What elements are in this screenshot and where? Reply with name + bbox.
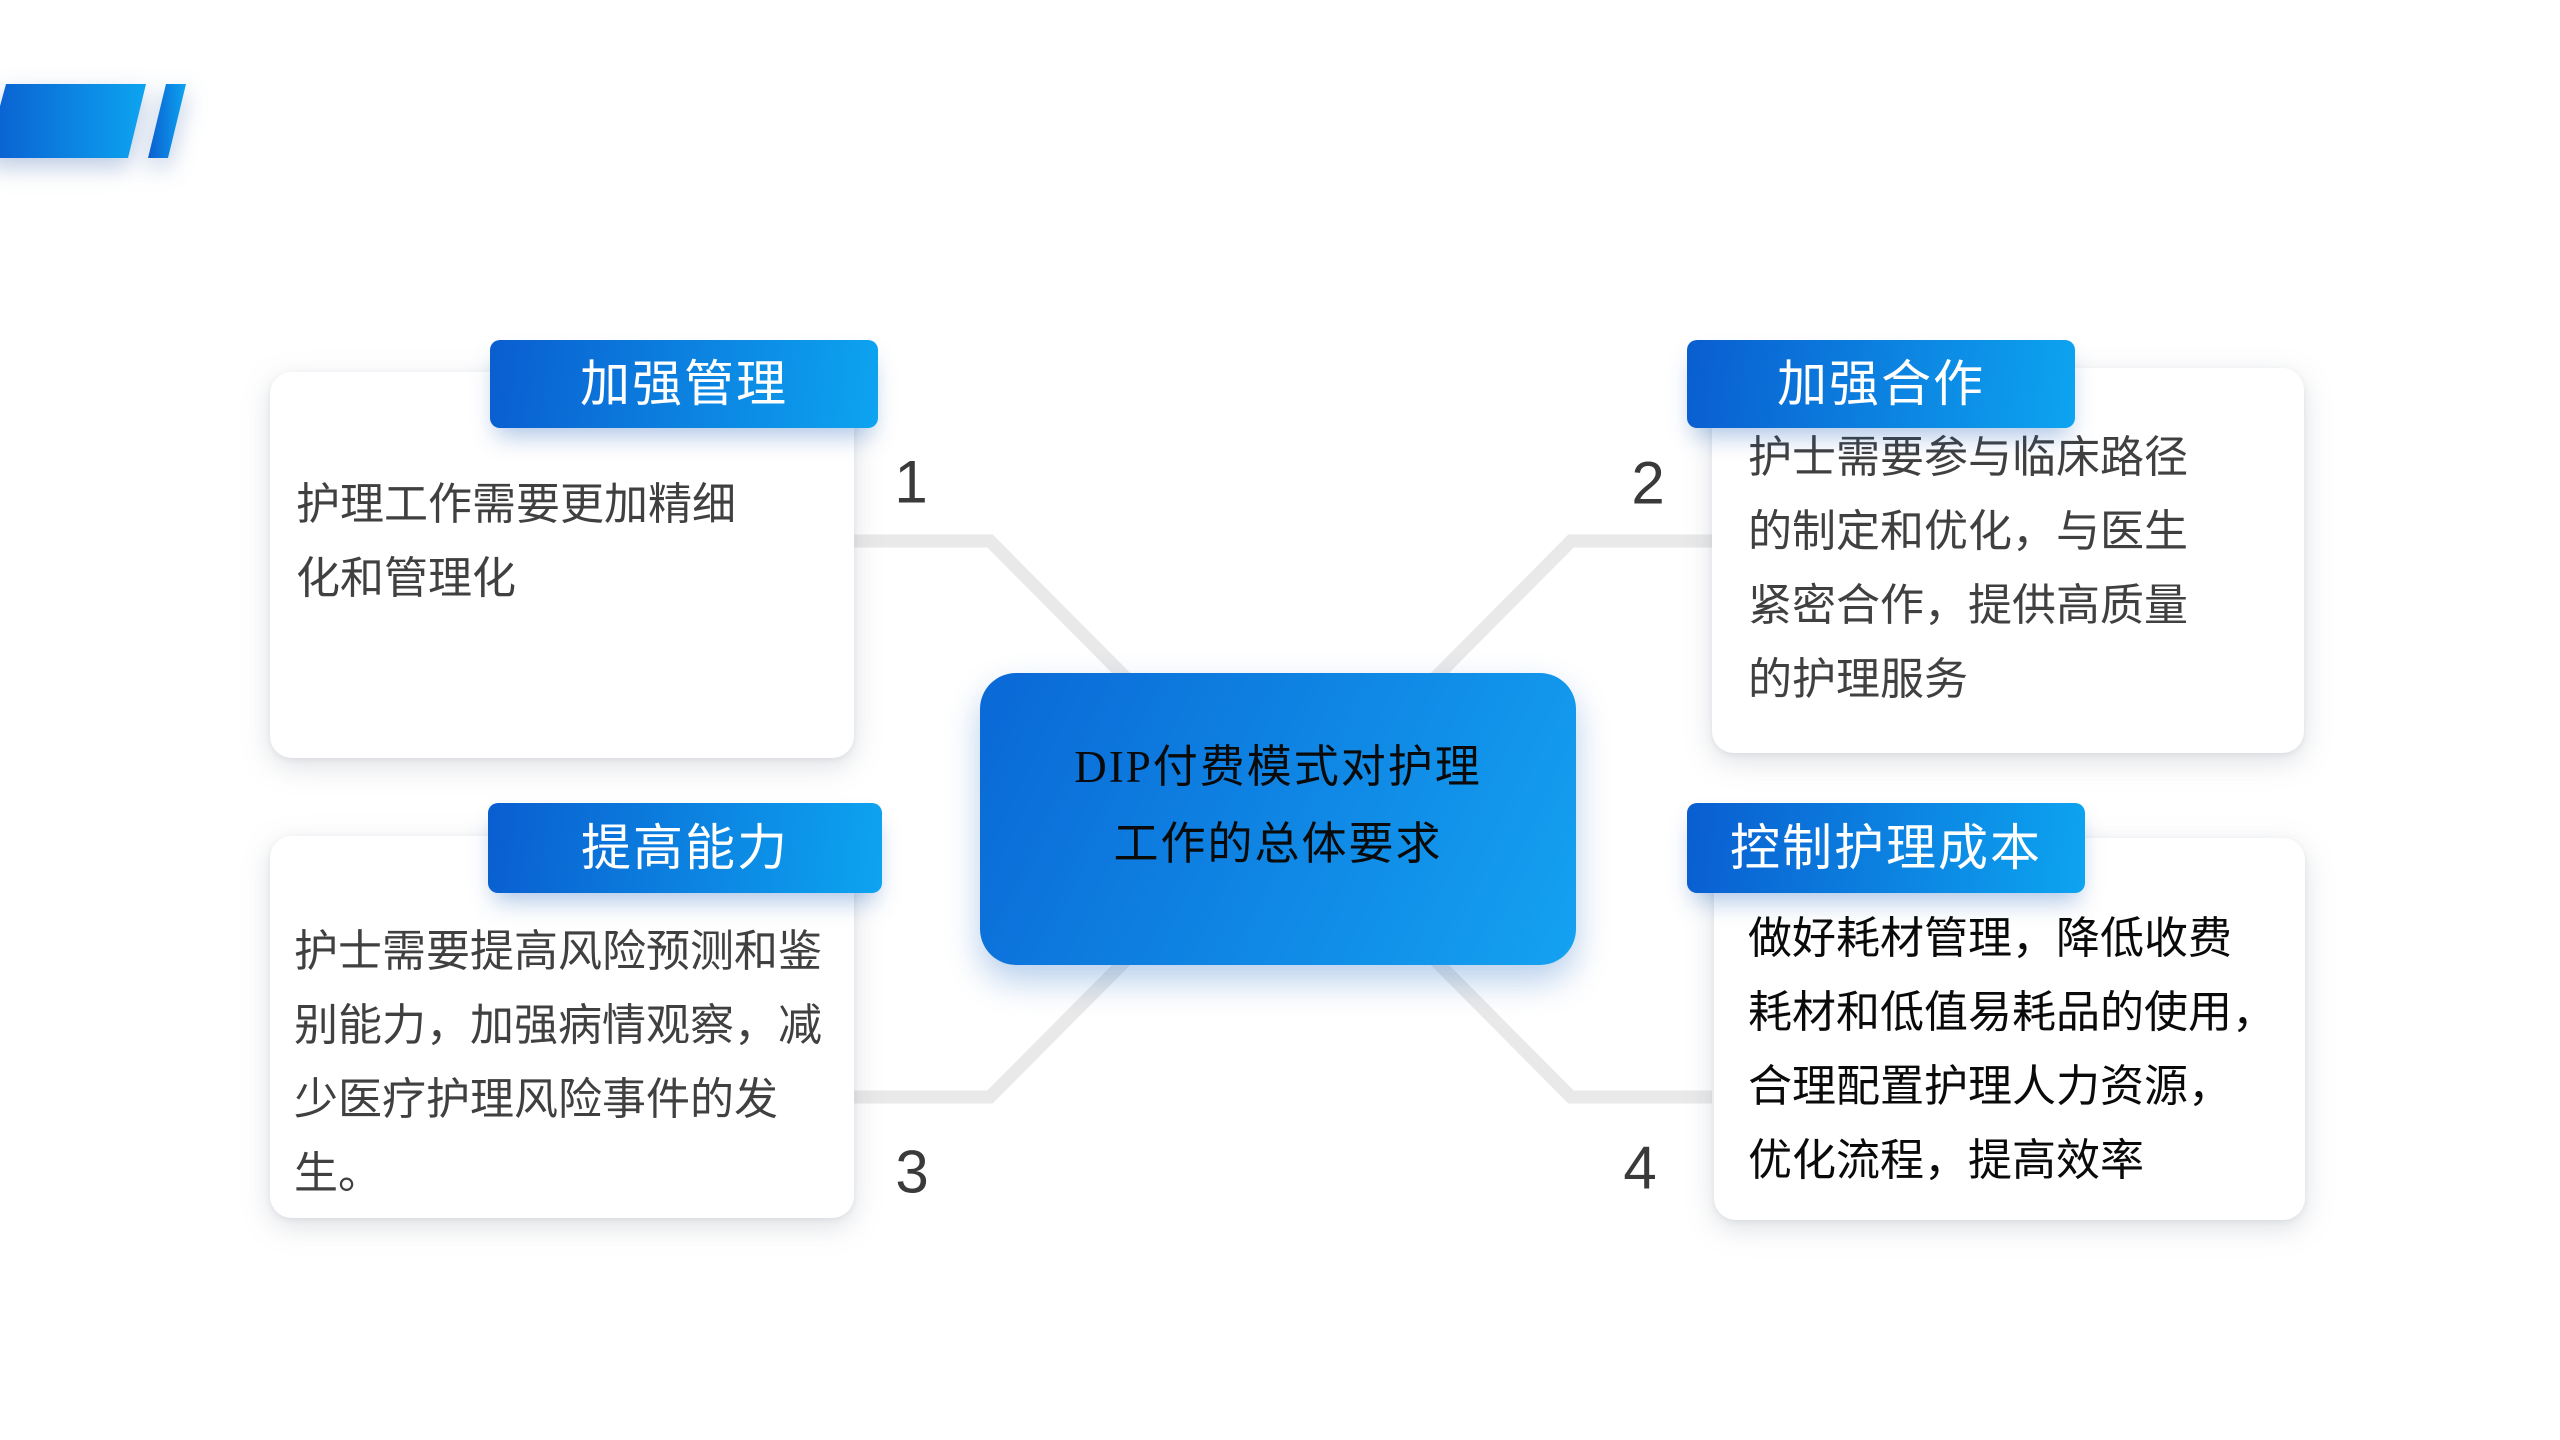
step-number-1: 1 [894, 448, 928, 516]
slide-corner-decoration [0, 84, 186, 158]
card-strengthen-management: 护理工作需要更加精细 化和管理化 [270, 372, 854, 758]
corner-slash-icon [148, 84, 186, 158]
card-improve-ability-body: 护士需要提高风险预测和鉴 别能力，加强病情观察，减 少医疗护理风险事件的发生。 [294, 927, 822, 1198]
card-control-nursing-cost-header: 控制护理成本 [1687, 803, 2085, 893]
card-strengthen-management-header: 加强管理 [490, 340, 878, 428]
card-improve-ability-header: 提高能力 [488, 803, 882, 893]
step-number-4: 4 [1623, 1134, 1657, 1202]
step-number-2: 2 [1631, 449, 1665, 517]
card-improve-ability: 护士需要提高风险预测和鉴 别能力，加强病情观察，减 少医疗护理风险事件的发生。 [270, 836, 854, 1218]
card-strengthen-cooperation: 护士需要参与临床路径 的制定和优化，与医生 紧密合作，提供高质量 的护理服务 [1712, 368, 2304, 753]
center-topic-node: DIP付费模式对护理 工作的总体要求 [980, 673, 1576, 965]
step-number-3: 3 [895, 1138, 929, 1206]
corner-bar-icon [0, 84, 146, 158]
card-control-nursing-cost-body: 做好耗材管理，降低收费 耗材和低值易耗品的使用， 合理配置护理人力资源， 优化流… [1748, 914, 2276, 1185]
card-strengthen-cooperation-header: 加强合作 [1687, 340, 2075, 428]
card-strengthen-management-body: 护理工作需要更加精细 化和管理化 [296, 480, 736, 603]
center-topic-text: DIP付费模式对护理 工作的总体要求 [1074, 742, 1482, 869]
card-control-nursing-cost: 做好耗材管理，降低收费 耗材和低值易耗品的使用， 合理配置护理人力资源， 优化流… [1714, 838, 2305, 1220]
card-strengthen-cooperation-body: 护士需要参与临床路径 的制定和优化，与医生 紧密合作，提供高质量 的护理服务 [1748, 433, 2188, 704]
